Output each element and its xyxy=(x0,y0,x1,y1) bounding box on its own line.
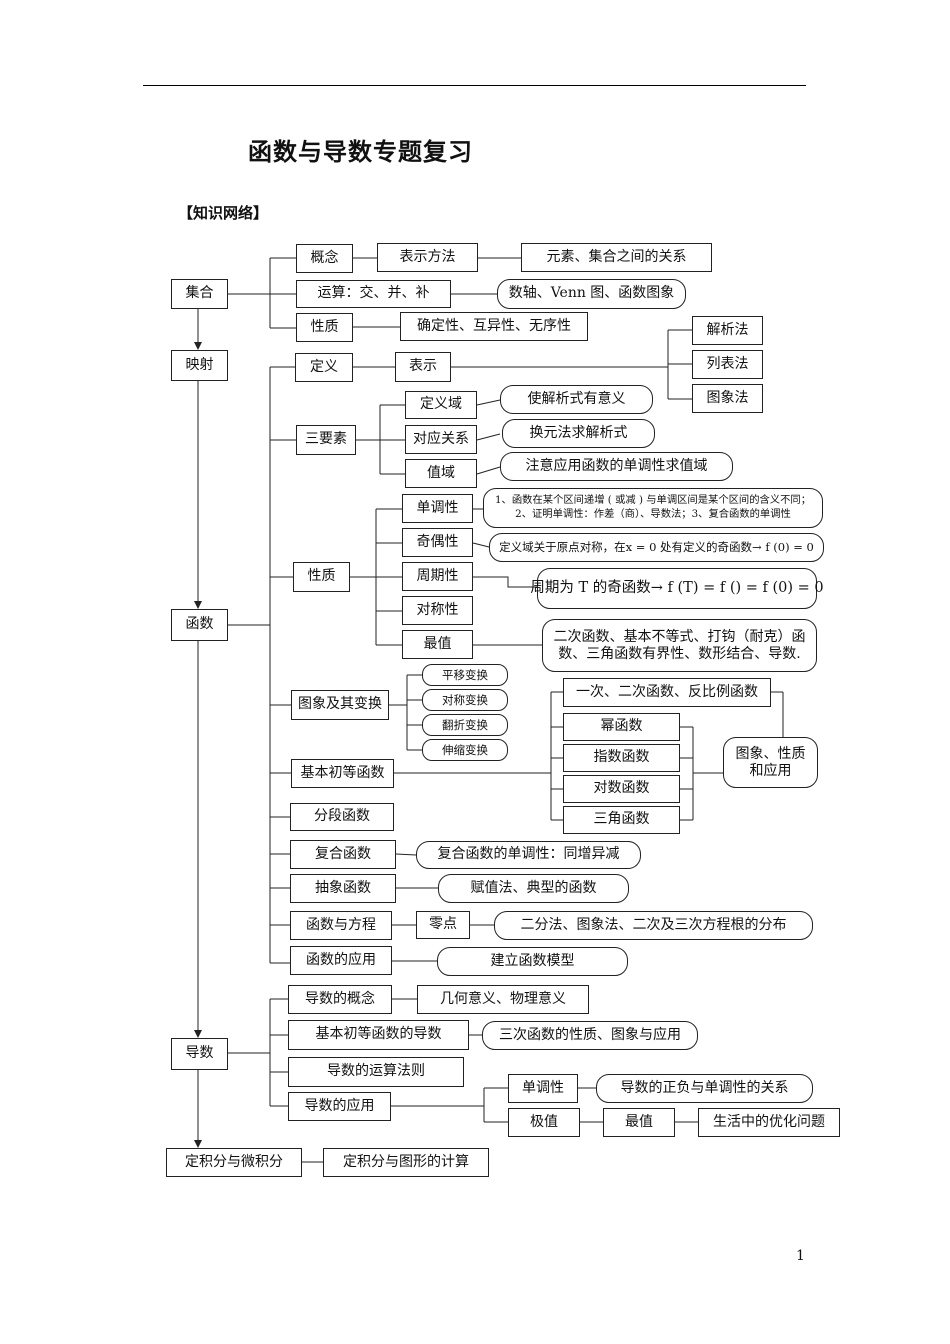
page-number: 1 xyxy=(796,1248,805,1264)
node-derivative-rules: 导数的运算法则 xyxy=(288,1057,464,1087)
node-range: 值域 xyxy=(405,459,477,488)
node-trig-function: 三角函数 xyxy=(563,806,680,834)
node-derivative: 导数 xyxy=(171,1038,228,1070)
node-three-elements: 三要素 xyxy=(296,425,356,455)
node-extremum-note: 二次函数、基本不等式、打钩（耐克）函数、三角函数有界性、数形结合、导数. xyxy=(542,619,817,672)
node-abstract-note: 赋值法、典型的函数 xyxy=(438,874,629,903)
node-piecewise: 分段函数 xyxy=(290,803,394,831)
node-integral-area: 定积分与图形的计算 xyxy=(323,1148,489,1177)
node-representation: 表示 xyxy=(395,352,451,382)
node-translation: 平移变换 xyxy=(422,664,508,686)
header-rule xyxy=(143,85,806,86)
node-determinacy: 确定性、互异性、无序性 xyxy=(400,312,588,341)
node-power-function: 幂函数 xyxy=(563,713,680,741)
node-sign-monotonicity-note: 导数的正负与单调性的关系 xyxy=(596,1074,813,1103)
node-reflection: 对称变换 xyxy=(422,689,508,711)
node-extreme-value: 极值 xyxy=(508,1108,580,1137)
node-linear-quadratic: 一次、二次函数、反比例函数 xyxy=(563,678,771,707)
node-function-application: 函数的应用 xyxy=(290,946,392,975)
node-symmetry: 对称性 xyxy=(402,596,473,625)
node-extremum: 最值 xyxy=(402,630,473,659)
node-parity-note: 定义域关于原点对称，在x = 0 处有定义的奇函数→ f (0) = 0 xyxy=(489,533,824,562)
node-geometric-physical-meaning: 几何意义、物理意义 xyxy=(417,985,589,1014)
node-periodicity-note: 周期为 T 的奇函数→ f (T) = f () = f (0) = 0 xyxy=(530,568,824,609)
node-set: 集合 xyxy=(171,279,228,309)
node-periodicity: 周期性 xyxy=(402,562,473,591)
node-exponential-function: 指数函数 xyxy=(563,744,680,772)
node-optimization: 生活中的优化问题 xyxy=(698,1108,840,1137)
section-heading: 【知识网络】 xyxy=(178,204,269,222)
node-monotonicity-note: 1、函数在某个区间递增 ( 或减 ) 与单调区间是某个区间的含义不同；2、证明单… xyxy=(483,488,823,528)
node-analytic-method: 解析法 xyxy=(692,316,763,345)
node-representation-method: 表示方法 xyxy=(377,243,478,272)
node-domain-note: 使解析式有意义 xyxy=(500,385,653,414)
node-graph-method: 图象法 xyxy=(692,384,763,413)
node-max-min: 最值 xyxy=(603,1108,675,1137)
node-graph-transform: 图象及其变换 xyxy=(291,690,389,720)
node-number-line-venn: 数轴、Venn 图、函数图象 xyxy=(497,279,686,309)
node-zero-point: 零点 xyxy=(416,911,470,939)
node-table-method: 列表法 xyxy=(692,350,763,379)
node-correspondence: 对应关系 xyxy=(405,425,477,454)
node-set-properties: 性质 xyxy=(296,313,353,342)
node-cubic-function-note: 三次函数的性质、图象与应用 xyxy=(482,1021,698,1050)
node-basic-functions: 基本初等函数 xyxy=(291,759,394,788)
node-correspondence-note: 换元法求解析式 xyxy=(502,419,655,448)
node-flip: 翻折变换 xyxy=(422,714,508,736)
node-basic-derivatives: 基本初等函数的导数 xyxy=(288,1020,469,1050)
node-logarithmic-function: 对数函数 xyxy=(563,775,680,803)
node-stretch: 伸缩变换 xyxy=(422,739,508,761)
page-title: 函数与导数专题复习 xyxy=(248,137,473,166)
node-definition: 定义 xyxy=(295,353,353,382)
node-function: 函数 xyxy=(171,609,228,641)
node-domain: 定义域 xyxy=(405,391,477,419)
node-function-properties: 性质 xyxy=(293,562,350,592)
node-mapping: 映射 xyxy=(171,350,228,381)
node-composite-note: 复合函数的单调性：同增异减 xyxy=(416,841,641,869)
node-range-note: 注意应用函数的单调性求值域 xyxy=(500,452,733,481)
node-function-equation: 函数与方程 xyxy=(290,911,392,940)
node-build-model: 建立函数模型 xyxy=(437,947,628,976)
node-set-concept: 概念 xyxy=(296,244,353,273)
node-derivative-monotonicity: 单调性 xyxy=(508,1074,578,1103)
node-monotonicity: 单调性 xyxy=(402,494,473,523)
node-derivative-concept: 导数的概念 xyxy=(288,985,392,1014)
node-zero-point-note: 二分法、图象法、二次及三次方程根的分布 xyxy=(494,911,813,940)
node-derivative-application: 导数的应用 xyxy=(288,1092,391,1121)
node-element-set-relation: 元素、集合之间的关系 xyxy=(521,243,712,272)
node-graph-properties-applications: 图象、性质和应用 xyxy=(723,737,818,788)
node-parity: 奇偶性 xyxy=(402,528,473,557)
node-set-operations: 运算：交、并、补 xyxy=(296,280,451,308)
node-composite: 复合函数 xyxy=(290,840,396,869)
node-abstract: 抽象函数 xyxy=(290,874,396,903)
node-integral-calculus: 定积分与微积分 xyxy=(166,1148,302,1177)
